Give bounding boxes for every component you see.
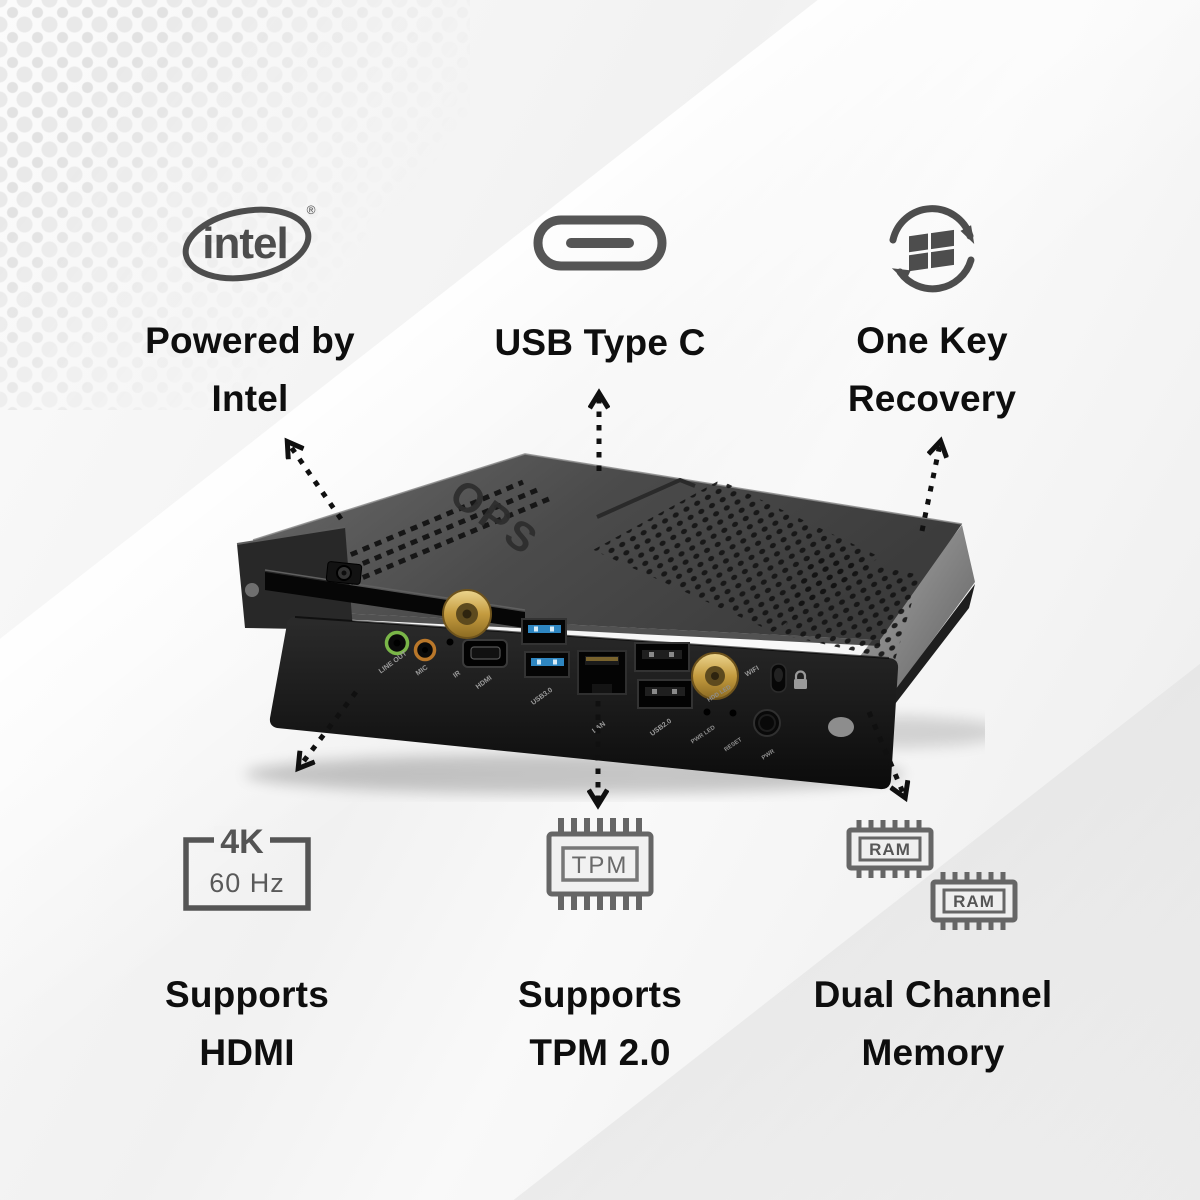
refresh-arrows bbox=[889, 205, 975, 293]
ops-mini-pc-photo: OPS bbox=[236, 453, 985, 794]
port-label: IR bbox=[452, 670, 462, 680]
feature-label-line: Dual Channel bbox=[813, 974, 1053, 1015]
halftone-dots-pattern bbox=[0, 0, 470, 410]
intel-wordmark: intel bbox=[202, 219, 287, 268]
line-out-jack bbox=[384, 630, 410, 656]
60hz-text: 60 Hz bbox=[209, 868, 285, 898]
feature-dual-channel-memory: RAM RAM Dual Channel Memory bbox=[775, 818, 1091, 1082]
feature-label-line: Memory bbox=[861, 1032, 1005, 1073]
hdmi-port bbox=[462, 639, 508, 668]
registered-mark: ® bbox=[307, 203, 316, 217]
bracket-screw-hole bbox=[245, 583, 259, 597]
feature-label-line: Powered by bbox=[145, 320, 355, 361]
arrow-to-memory bbox=[866, 711, 904, 795]
feature-powered-by-intel: intel ® Powered by Intel bbox=[95, 198, 405, 428]
feature-label-line: One Key bbox=[856, 320, 1008, 361]
feature-usb-type-c: USB Type C bbox=[445, 212, 755, 372]
feature-label-line: Intel bbox=[211, 378, 289, 419]
windows-logo bbox=[909, 229, 954, 272]
lock-icon bbox=[794, 670, 807, 689]
4k-text: 4K bbox=[220, 823, 264, 861]
device-right-underside bbox=[875, 584, 975, 730]
lid-crease-line bbox=[596, 477, 696, 519]
bracket-ear-screw-hole bbox=[828, 717, 854, 737]
feature-label-line: Supports bbox=[518, 974, 682, 1015]
tpm-chip-icon: TPM bbox=[546, 818, 654, 910]
usb-type-c-icon bbox=[533, 215, 667, 271]
feature-label-line: Supports bbox=[165, 974, 329, 1015]
arrow-to-intel bbox=[289, 444, 344, 521]
usb3-ports bbox=[521, 618, 570, 678]
one-key-recovery-icon bbox=[889, 205, 975, 293]
ram-text: RAM bbox=[869, 840, 911, 859]
panel-top-seam bbox=[294, 616, 890, 659]
4k-60hz-icon: 4K 60 Hz bbox=[183, 823, 311, 911]
vent-holes-band bbox=[783, 552, 920, 660]
lid-edge-highlight bbox=[252, 453, 963, 541]
feature-label-line: Recovery bbox=[847, 378, 1017, 419]
lan-port bbox=[577, 650, 627, 695]
bracket-edge bbox=[236, 526, 346, 545]
dual-ram-icon: RAM RAM bbox=[846, 820, 1018, 930]
mic-jack bbox=[413, 638, 437, 662]
ram-chip-2: RAM bbox=[930, 872, 1018, 930]
ram-text: RAM bbox=[953, 892, 995, 911]
ir-receiver-hole bbox=[446, 638, 454, 646]
intel-logo-icon: intel ® bbox=[182, 203, 316, 282]
power-button bbox=[753, 709, 781, 737]
feature-one-key-recovery: One Key Recovery bbox=[790, 198, 1074, 428]
pwr-led-hole bbox=[703, 708, 711, 716]
wifi-antenna-connector-right bbox=[691, 652, 739, 700]
usb2-ports bbox=[634, 642, 693, 709]
wifi-switch bbox=[770, 663, 787, 693]
bracket-latch bbox=[325, 561, 363, 585]
feature-supports-tpm: TPM Supports TPM 2.0 bbox=[445, 814, 755, 1082]
chip-pins bbox=[558, 818, 642, 910]
tpm-text: TPM bbox=[572, 852, 629, 879]
feature-label-line: TPM 2.0 bbox=[529, 1032, 671, 1073]
feature-supports-hdmi: 4K 60 Hz Supports HDMI bbox=[95, 822, 399, 1082]
ram-chip-1: RAM bbox=[846, 820, 934, 878]
arrow-to-hdmi bbox=[300, 690, 358, 766]
feature-label-line: USB Type C bbox=[494, 322, 706, 363]
wifi-antenna-connector-left bbox=[442, 589, 492, 639]
feature-label-line: HDMI bbox=[199, 1032, 295, 1073]
arrow-to-recovery bbox=[919, 444, 940, 532]
reset-hole bbox=[729, 709, 737, 717]
